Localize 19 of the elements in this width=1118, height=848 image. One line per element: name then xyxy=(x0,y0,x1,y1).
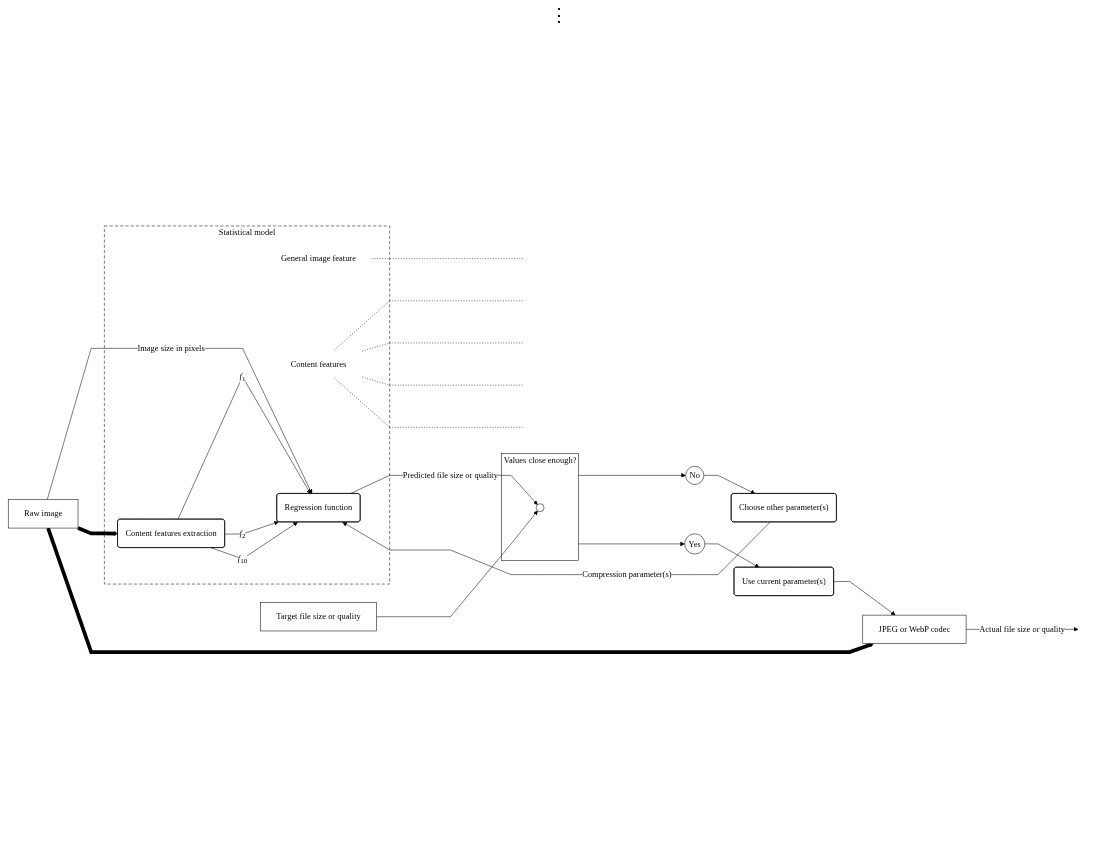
arrow xyxy=(77,526,118,536)
node-box: Target file size or quality xyxy=(260,602,377,632)
node-circle: Yes xyxy=(684,533,706,555)
node-text: Content features xyxy=(290,359,347,369)
cluster: Values close enough? xyxy=(501,453,579,561)
edge-label: Actual file size or quality xyxy=(979,624,1065,634)
node-text: General image feature xyxy=(280,253,356,263)
edge-label: f$_{1}$ xyxy=(239,371,246,383)
edge-label: Compression parameter(s) xyxy=(582,569,672,579)
edge-label: f$_{10}$ xyxy=(237,553,248,565)
edge-label: f$_{2}$ xyxy=(239,528,246,540)
node-circle: No xyxy=(685,466,705,485)
node-box: Raw image xyxy=(7,499,79,529)
edge-label: Predicted file size or quality xyxy=(402,470,498,480)
arrow xyxy=(46,527,874,654)
ellipsis-label: ⋮ xyxy=(550,5,568,25)
edge-label: Image size in pixels xyxy=(137,343,205,353)
node-box: JPEG or WebP codec xyxy=(862,614,967,644)
node-circle xyxy=(535,503,545,512)
